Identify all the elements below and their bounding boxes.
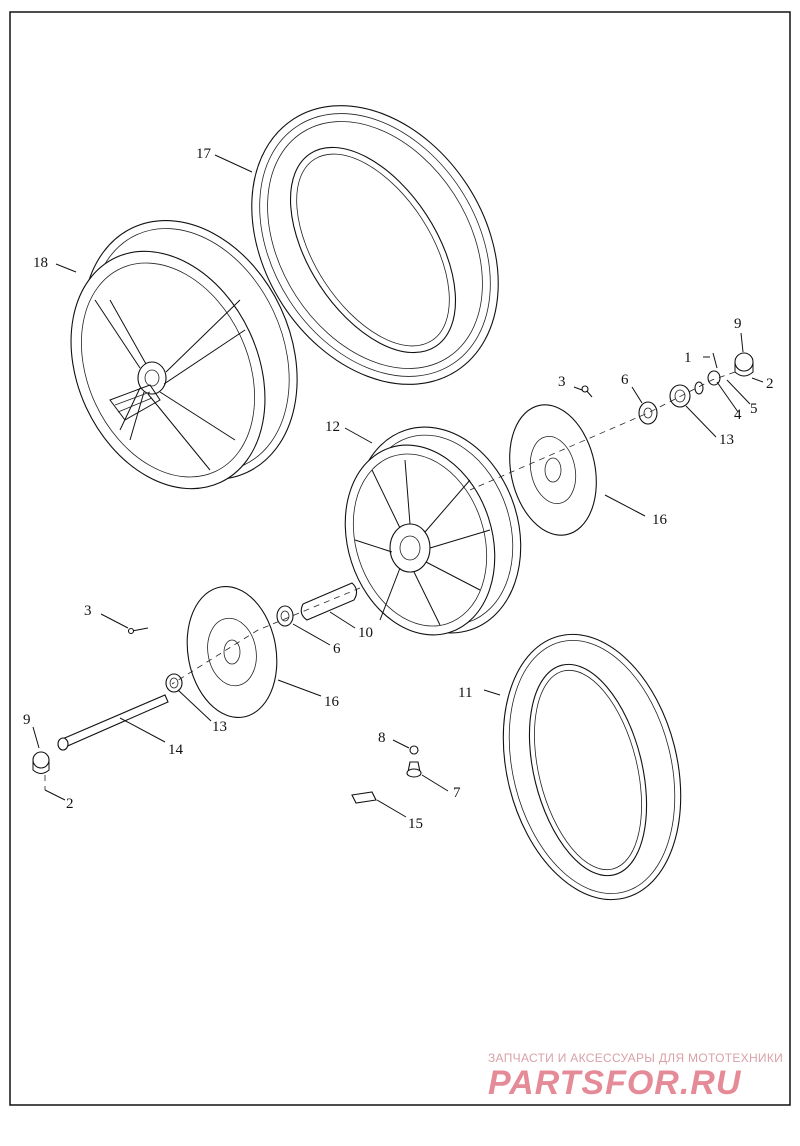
balance-weight-15	[351, 791, 377, 804]
axis-line-upper	[469, 371, 736, 491]
callout-2-lower: 2	[66, 796, 74, 812]
spacer-6-upper	[638, 401, 658, 425]
axis-line-lower	[171, 587, 361, 685]
spacer-9-upper	[734, 352, 754, 377]
valve-cap-8	[409, 745, 419, 755]
callout-9-upper: 9	[734, 316, 742, 332]
wheel-front	[344, 426, 522, 636]
callout-12: 12	[325, 419, 340, 435]
watermark-tagline: ЗАПЧАСТИ И АКСЕССУАРЫ ДЛЯ МОТОТЕХНИКИ	[488, 1051, 783, 1065]
diagram-border	[9, 11, 791, 1106]
bearing-13-upper	[669, 384, 691, 408]
spacer-9-lower	[32, 751, 50, 774]
leader-lines	[32, 154, 764, 818]
axle-14	[57, 694, 169, 751]
callout-18: 18	[33, 255, 48, 271]
bolt-3-upper	[581, 385, 593, 398]
brake-rotor-left	[186, 586, 278, 718]
wheel-rear	[70, 220, 298, 490]
callout-2-upper: 2	[766, 376, 774, 392]
callout-3-upper: 3	[558, 374, 566, 390]
valve-stem-7	[406, 761, 422, 778]
cotter-pin-1	[712, 352, 718, 369]
callout-17: 17	[196, 146, 212, 162]
spacer-6-lower	[276, 605, 294, 627]
callout-6-upper: 6	[621, 372, 629, 388]
washer-4	[694, 381, 704, 395]
callout-13-upper: 13	[719, 432, 734, 448]
callout-13-lower: 13	[212, 719, 227, 735]
callout-10: 10	[358, 625, 373, 641]
tire-lower	[502, 633, 682, 901]
bolt-3-lower	[127, 627, 149, 635]
callout-9-lower: 9	[23, 712, 31, 728]
callout-11: 11	[458, 685, 472, 701]
axle-spacer-10	[300, 582, 358, 621]
callout-6-lower: 6	[333, 641, 341, 657]
callout-16-upper: 16	[652, 512, 668, 528]
brake-rotor-right	[509, 404, 597, 536]
callout-15: 15	[408, 816, 423, 832]
callout-1: 1	[684, 350, 692, 366]
callout-3-lower: 3	[84, 603, 92, 619]
callout-8: 8	[378, 730, 386, 746]
tire-upper	[251, 105, 499, 385]
callout-16-lower: 16	[324, 694, 340, 710]
nut-5	[707, 370, 721, 386]
callout-7: 7	[453, 785, 461, 801]
callout-5: 5	[750, 401, 758, 417]
watermark-logo: PARTSFOR.RU	[488, 1064, 742, 1102]
callout-14: 14	[168, 742, 184, 758]
callout-4: 4	[734, 407, 742, 423]
